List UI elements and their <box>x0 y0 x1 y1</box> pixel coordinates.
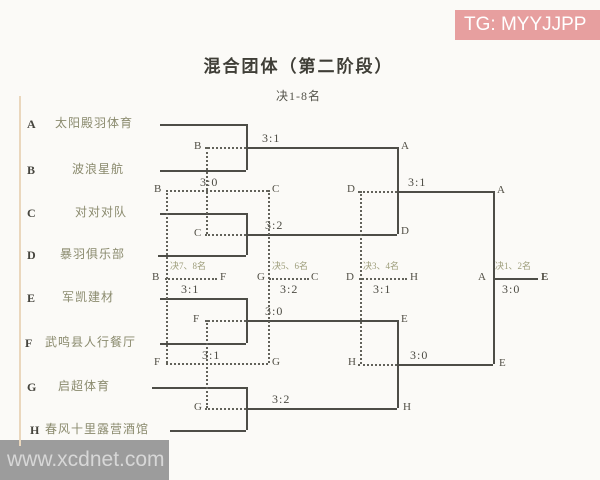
final-left-label: A <box>478 271 486 283</box>
sf-loser-stub-top <box>358 191 397 193</box>
r1-winner-label-d: D <box>401 225 409 237</box>
consolation-line-bc <box>166 190 268 192</box>
consolation-right-c: C <box>272 183 280 195</box>
place34-left: D <box>346 271 354 283</box>
sf-winner-label-e: E <box>499 357 506 369</box>
loser-stub-cd <box>205 234 246 236</box>
place78-left: B <box>152 271 160 283</box>
consolation-left-f: F <box>154 356 161 368</box>
final-score: 3:0 <box>502 282 521 296</box>
sf-score-top: 3:1 <box>408 175 427 189</box>
winner-line-ab <box>246 147 397 149</box>
consolation-right-g: G <box>272 356 280 368</box>
team-line-f <box>160 343 246 345</box>
place34-line <box>359 278 407 280</box>
r1-loser-tag-c: C <box>194 227 202 239</box>
sf-loser-tag-d: D <box>347 183 355 195</box>
seed-label-c: C <box>27 206 36 220</box>
team-line-h <box>170 430 246 432</box>
team-line-a <box>160 124 246 126</box>
loser-stub-gh <box>205 408 246 410</box>
place78-title: 决7、8名 <box>170 261 207 271</box>
sf-loser-tag-h: H <box>348 356 356 368</box>
consolation-score-bc: 3:0 <box>200 175 219 189</box>
loser-path-right <box>360 191 362 364</box>
final-right-label: E <box>541 271 549 283</box>
team-line-e <box>160 298 246 300</box>
team-name-f: 武鸣县人行餐厅 <box>45 335 137 349</box>
place56-score: 3:2 <box>280 282 299 296</box>
r1-winner-label-h: H <box>403 401 411 413</box>
team-name-g: 启超体育 <box>58 379 111 393</box>
telegram-watermark: TG: MYYJJPP <box>455 10 600 40</box>
r1-loser-tag-g: G <box>194 401 202 413</box>
page-title: 混合团体（第二阶段） <box>203 57 394 76</box>
consolation-line-fg <box>166 363 268 365</box>
sf-bracket-top <box>397 147 399 234</box>
place78-score: 3:1 <box>181 282 200 296</box>
team-name-e: 军凯建材 <box>62 290 115 304</box>
seed-label-h: H <box>30 423 40 437</box>
sf-winner-label-a: A <box>497 184 505 196</box>
sf-winner-line-bottom <box>397 364 493 366</box>
r1-winner-label-a: A <box>401 140 409 152</box>
team-name-a: 太阳殿羽体育 <box>55 116 134 130</box>
seed-label-f: F <box>25 336 33 350</box>
bracket-subtitle: 决1-8名 <box>276 89 321 103</box>
seed-label-g: G <box>27 380 37 394</box>
team-line-c <box>160 213 246 215</box>
sf-loser-stub-bottom <box>358 364 397 366</box>
team-name-d: 暴羽俱乐部 <box>60 247 126 261</box>
place34-score: 3:1 <box>373 282 392 296</box>
loser-stub-ab <box>205 147 246 149</box>
r1-loser-tag-b: B <box>194 140 202 152</box>
team-line-d <box>158 255 246 257</box>
seed-label-d: D <box>27 248 36 262</box>
r1-winner-label-e: E <box>401 313 408 325</box>
seed-label-b: B <box>27 163 36 177</box>
final-title: 决1、2名 <box>495 261 532 271</box>
winner-line-ef <box>246 320 397 322</box>
place34-title: 决3、4名 <box>363 261 400 271</box>
page-margin-line <box>19 96 21 446</box>
place56-right: C <box>311 271 319 283</box>
team-name-h: 春风十里露营酒馆 <box>45 422 150 436</box>
place78-right: F <box>220 271 227 283</box>
winner-line-cd <box>246 234 397 236</box>
consolation-left-b: B <box>154 183 162 195</box>
loser-stub-ef <box>205 320 246 322</box>
seed-label-e: E <box>27 291 36 305</box>
team-name-c: 对对对队 <box>75 205 128 219</box>
final-bracket <box>493 191 495 364</box>
site-watermark: www.xcdnet.com <box>0 440 169 480</box>
place56-title: 决5、6名 <box>272 261 309 271</box>
seed-label-a: A <box>27 117 36 131</box>
r1-loser-tag-f: F <box>193 313 200 325</box>
sf-winner-line-top <box>397 191 493 193</box>
place34-right: H <box>410 271 418 283</box>
winner-line-gh <box>246 408 397 410</box>
place56-line <box>269 278 309 280</box>
loser-path-left <box>166 190 168 363</box>
place78-line <box>165 278 217 280</box>
r1-score-gh: 3:2 <box>272 392 291 406</box>
team-name-b: 波浪星航 <box>72 162 125 176</box>
team-line-b <box>160 170 246 172</box>
r1-score-ab: 3:1 <box>262 131 281 145</box>
final-line <box>493 278 538 280</box>
team-line-g <box>152 387 246 389</box>
sf-score-bottom: 3:0 <box>410 348 429 362</box>
loser-path-mid <box>268 190 270 363</box>
consolation-score-fg: 3:1 <box>202 348 221 362</box>
place56-left: G <box>257 271 265 283</box>
